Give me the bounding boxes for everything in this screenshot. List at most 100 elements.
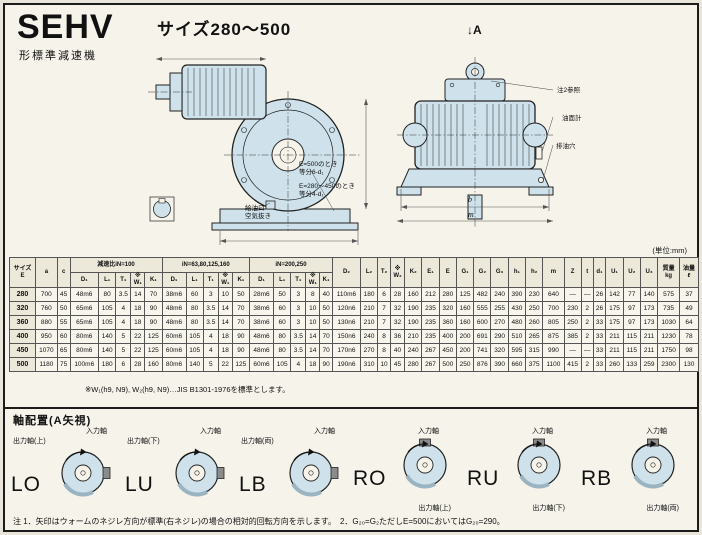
table-cell: 77 <box>622 287 641 302</box>
column-header: U₂ <box>622 257 641 288</box>
table-cell: 4 <box>290 357 307 372</box>
column-header: a <box>34 257 58 288</box>
table-cell: 60m6 <box>161 329 187 344</box>
column-header: d₁ <box>592 257 607 288</box>
table-cell: 211 <box>639 329 659 344</box>
gear-circle-diagram <box>289 448 339 497</box>
column-header: h₁ <box>507 257 527 288</box>
table-cell: 480 <box>507 315 527 330</box>
table-cell: 14 <box>217 301 233 316</box>
view-direction-label: ↓A <box>467 23 482 37</box>
arrangement-code: RB <box>581 467 613 490</box>
table-cell: 875 <box>542 329 565 344</box>
table-cell: — <box>580 287 594 302</box>
table-cell: 28 <box>389 287 406 302</box>
table-cell: 320 <box>9 301 36 316</box>
table-cell: 40 <box>389 343 406 358</box>
table-cell: 105 <box>185 343 204 358</box>
callout-drain-hole: 排油穴 <box>556 143 576 150</box>
table-cell: 97 <box>622 315 641 330</box>
table-cell: 64 <box>679 315 699 330</box>
table-cell: 660 <box>507 357 527 372</box>
table-cell: 260 <box>525 315 544 330</box>
table-cell: 90 <box>231 329 251 344</box>
table-cell: 120n6 <box>331 301 361 316</box>
table-cell: 3 <box>290 301 307 316</box>
table-cell: 990 <box>542 343 565 358</box>
table-cell: 125 <box>144 343 163 358</box>
table-cell: 45 <box>56 287 71 302</box>
table-cell: 1180 <box>34 357 58 372</box>
gear-circle-diagram <box>403 438 447 489</box>
column-header: D₁ <box>248 272 275 288</box>
dimension-label-b: b <box>468 195 472 204</box>
product-series-title: SEHV <box>17 8 114 46</box>
table-cell: 190 <box>404 315 423 330</box>
column-header: K₁ <box>231 272 251 288</box>
table-cell: 65m6 <box>69 301 100 316</box>
table-cell: 450 <box>438 343 457 358</box>
table-cell: 235 <box>421 329 440 344</box>
column-header: U₃ <box>639 257 659 288</box>
input-shaft-label: 入力軸 <box>86 428 107 435</box>
table-cell: 105 <box>185 329 204 344</box>
table-cell: 180 <box>98 357 117 372</box>
table-cell: 33 <box>592 343 607 358</box>
table-cell: 741 <box>473 343 492 358</box>
table-cell: 80 <box>185 315 204 330</box>
table-cell: 28 <box>130 357 146 372</box>
table-cell: 14 <box>217 315 233 330</box>
table-cell: 10 <box>217 287 233 302</box>
table-cell: 1070 <box>34 343 58 358</box>
column-header: Z <box>563 257 582 288</box>
table-cell: 3.5 <box>202 301 219 316</box>
table-cell: 3.5 <box>290 343 307 358</box>
dimension-label-m: m <box>468 210 474 219</box>
table-cell: 14 <box>305 343 321 358</box>
table-cell: 18 <box>130 315 146 330</box>
table-cell: 40 <box>319 287 333 302</box>
table-cell: 360 <box>9 315 36 330</box>
table-cell: 38m6 <box>248 315 275 330</box>
table-cell: 175 <box>605 315 624 330</box>
table-cell: 555 <box>473 301 492 316</box>
table-cell: 290 <box>490 329 509 344</box>
table-cell: 180 <box>359 287 379 302</box>
table-cell: 125 <box>455 287 475 302</box>
input-shaft-label: 入力軸 <box>532 428 553 435</box>
table-cell: 18 <box>217 329 233 344</box>
table-cell: 595 <box>507 343 527 358</box>
table-cell: 60m6 <box>161 343 187 358</box>
table-cell: 876 <box>473 357 492 372</box>
table-cell: 7 <box>377 315 391 330</box>
callout-bolt-holes-4: E=280〜450のとき 等分4-d₁ <box>299 183 355 199</box>
table-cell: — <box>563 287 582 302</box>
table-cell: 482 <box>473 287 492 302</box>
table-cell: 48m6 <box>69 287 100 302</box>
column-header: L₁ <box>185 272 204 288</box>
table-cell: — <box>563 343 582 358</box>
table-cell: 140 <box>639 287 659 302</box>
arrangement-code: RU <box>467 467 500 490</box>
column-header: iN=200,250 <box>249 257 333 273</box>
table-footnote: ※W₁(h9, N9), W₂(h9, N9)…JIS B1301-1976を標… <box>85 385 290 394</box>
column-header: iN=63,80,125,160 <box>161 257 250 273</box>
gear-circle-diagram <box>517 438 561 489</box>
table-cell: 190n6 <box>331 357 361 372</box>
column-header: m <box>542 257 565 288</box>
table-cell: 385 <box>563 329 582 344</box>
column-header: D₁ <box>161 272 187 288</box>
arrangement-code: RO <box>353 467 387 490</box>
table-cell: 50 <box>56 301 71 316</box>
table-cell: 3.5 <box>202 315 219 330</box>
table-cell: 140 <box>185 357 204 372</box>
table-cell: 90 <box>231 343 251 358</box>
table-cell: 32 <box>389 315 406 330</box>
table-cell: 259 <box>639 357 659 372</box>
